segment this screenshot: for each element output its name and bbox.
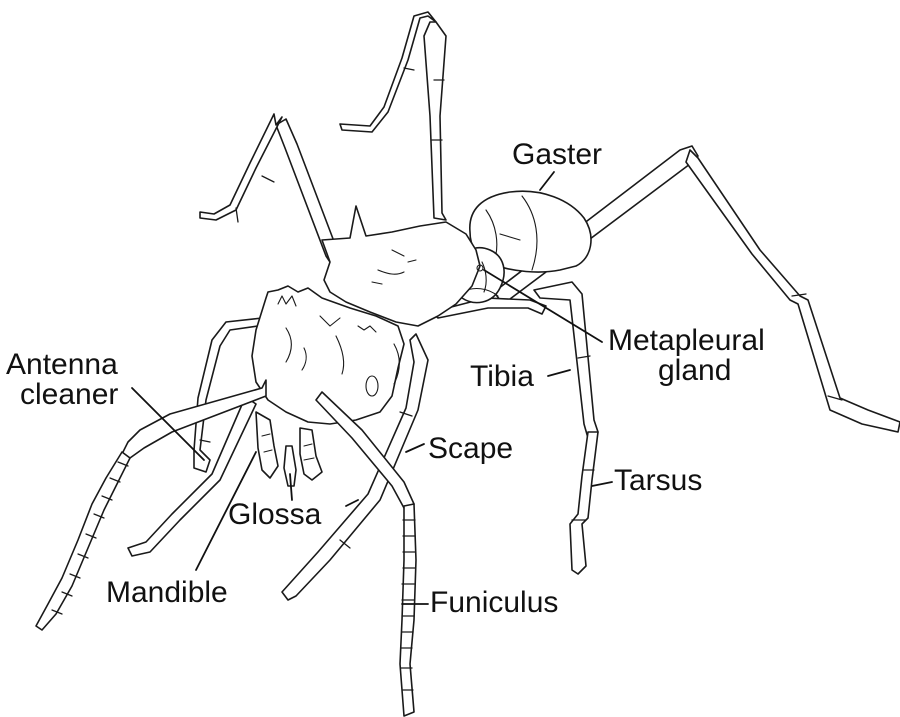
label-gaster: Gaster xyxy=(512,138,602,171)
label-mandible: Mandible xyxy=(106,576,228,609)
left-hind-leg xyxy=(200,114,338,262)
label-metapleural-line1: Metapleural xyxy=(608,324,765,357)
label-scape: Scape xyxy=(428,432,513,465)
label-metapleural-line2: gland xyxy=(658,354,731,387)
label-antenna-line1: Antenna xyxy=(6,348,118,381)
tarsus-leader xyxy=(592,482,612,486)
tibia-leader xyxy=(548,370,570,376)
right-hind-leg xyxy=(534,282,598,574)
left-middle-leg xyxy=(340,12,446,220)
label-glossa: Glossa xyxy=(228,498,322,531)
gaster-leader xyxy=(540,172,554,190)
label-antenna-line2: cleaner xyxy=(20,378,118,411)
label-funiculus: Funiculus xyxy=(430,586,558,619)
label-tibia: Tibia xyxy=(470,360,534,393)
glossa-leader-2 xyxy=(346,500,358,506)
scape-leader xyxy=(406,444,424,452)
label-tarsus: Tarsus xyxy=(614,464,702,497)
